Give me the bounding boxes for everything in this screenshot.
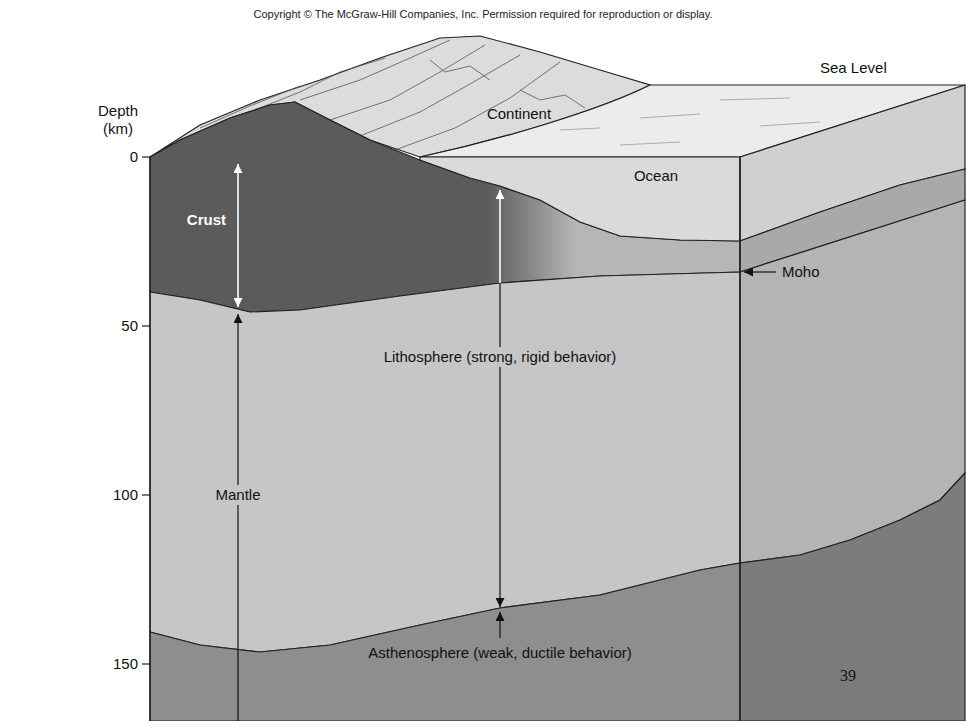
depth-tick-label: 100 (113, 486, 138, 504)
lithosphere-arrow-upper (499, 190, 501, 283)
layer-label: Crust (187, 211, 226, 229)
ocean-ripples (560, 98, 820, 145)
layer-label: Mantle (211, 485, 264, 505)
page-number: 39 (840, 666, 856, 685)
depth-tick-label: 150 (113, 655, 138, 673)
depth-tick-label: 0 (130, 148, 138, 166)
asthenosphere-arrow (499, 612, 500, 638)
block-edge (739, 157, 740, 721)
block-edge (149, 157, 150, 721)
lithosphere-arrow (499, 283, 500, 607)
region-label: Continent (487, 105, 551, 123)
layer-label: Lithosphere (strong, rigid behavior) (380, 347, 621, 367)
region-label: Ocean (634, 167, 678, 185)
sea-level-label: Sea Level (820, 59, 887, 77)
asthenosphere-side (740, 473, 965, 721)
mantle-arrow (237, 314, 238, 721)
crust-arrow (237, 164, 239, 307)
axis-title: Depth (km) (89, 102, 147, 138)
depth-tick-label: 50 (121, 317, 138, 335)
moho-leader (744, 271, 776, 272)
copyright-note: Copyright © The McGraw-Hill Companies, I… (254, 8, 713, 21)
depth-ticks (142, 157, 150, 664)
ocean-water (420, 157, 740, 241)
layer-label: Asthenosphere (weak, ductile behavior) (364, 643, 635, 663)
boundary-label: Moho (782, 263, 820, 281)
